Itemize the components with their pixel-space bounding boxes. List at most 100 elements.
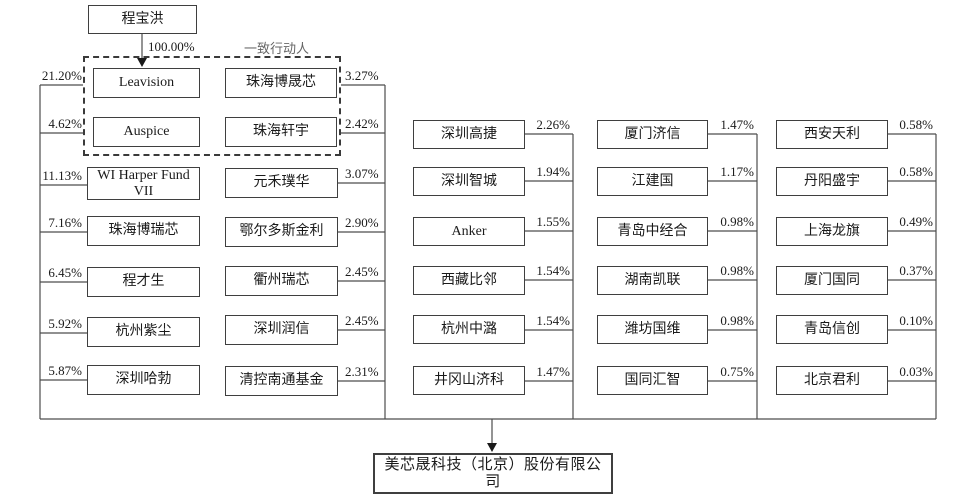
shareholder-name: 深圳哈勃 (115, 372, 172, 388)
ownership-percentage: 3.07% (345, 166, 379, 181)
ownership-percentage: 1.54% (536, 313, 570, 328)
shareholder-name: 上海龙旗 (804, 223, 860, 239)
shareholder-box: 江建国 (597, 167, 708, 196)
shareholder-name: 西藏比邻 (441, 272, 497, 288)
root-ownership-percentage: 100.00% (148, 39, 195, 54)
ownership-percentage: 1.47% (720, 117, 754, 132)
ownership-percentage: 0.58% (899, 164, 933, 179)
shareholder-name: 湖南凯联 (624, 272, 681, 288)
shareholder-box: 深圳高捷 (413, 120, 525, 149)
ownership-percentage: 0.58% (899, 117, 933, 132)
arrowhead-icon (487, 443, 497, 452)
ownership-percentage: 6.45% (48, 265, 82, 280)
ownership-percentage: 0.98% (720, 313, 754, 328)
shareholder-name: 潍坊国维 (624, 321, 681, 337)
arrowhead-icon (137, 58, 147, 67)
shareholder-name: 江建国 (631, 173, 674, 189)
ownership-percentage: 7.16% (48, 215, 82, 230)
shareholder-box: 杭州中潞 (413, 315, 525, 344)
ownership-percentage: 4.62% (48, 116, 82, 131)
shareholder-name: 深圳智城 (441, 173, 497, 189)
shareholder-name: 北京君利 (804, 372, 860, 388)
shareholder-box: 西藏比邻 (413, 266, 525, 295)
ownership-percentage: 0.75% (720, 364, 754, 379)
ownership-percentage: 1.94% (536, 164, 570, 179)
shareholder-box: Leavision (93, 68, 200, 98)
shareholder-box: 深圳哈勃 (87, 365, 200, 395)
shareholder-box: 深圳智城 (413, 167, 525, 196)
ownership-percentage: 2.31% (345, 364, 379, 379)
ownership-percentage: 0.03% (899, 364, 933, 379)
shareholder-box: 井冈山济科 (413, 366, 525, 395)
root-shareholder-box: 程宝洪 (88, 5, 197, 34)
shareholder-box: 湖南凯联 (597, 266, 708, 295)
shareholder-name: 珠海博瑞芯 (108, 223, 179, 239)
ownership-percentage: 3.27% (345, 68, 379, 83)
ownership-percentage: 0.10% (899, 313, 933, 328)
shareholder-box: 珠海轩宇 (225, 117, 337, 147)
ownership-percentage: 0.98% (720, 214, 754, 229)
shareholder-name: 清控南通基金 (239, 373, 324, 389)
shareholder-name: 深圳润信 (253, 322, 310, 338)
shareholder-name: 程才生 (122, 274, 165, 290)
ownership-percentage: 21.20% (41, 68, 82, 83)
shareholder-box: 厦门国同 (776, 266, 888, 295)
ownership-percentage: 0.98% (720, 263, 754, 278)
ownership-percentage: 1.17% (720, 164, 754, 179)
acting-in-concert-group (83, 56, 341, 156)
shareholder-name: 青岛中经合 (617, 223, 688, 239)
shareholder-box: 元禾璞华 (225, 168, 338, 198)
shareholder-box: 北京君利 (776, 366, 888, 395)
ownership-percentage: 2.45% (345, 264, 379, 279)
shareholder-name: 鄂尔多斯金利 (239, 224, 324, 240)
shareholder-name: 衢州瑞芯 (253, 273, 310, 289)
shareholder-name: 井冈山济科 (434, 372, 504, 388)
shareholder-box: 厦门济信 (597, 120, 708, 149)
shareholder-name: 珠海博晟芯 (246, 75, 316, 91)
ownership-percentage: 1.55% (536, 214, 570, 229)
shareholder-box: 上海龙旗 (776, 217, 888, 246)
shareholder-box: 程才生 (87, 267, 200, 297)
company-name: 美芯晟科技（北京）股份有限公司 (384, 456, 602, 490)
shareholder-name: 西安天利 (804, 126, 860, 142)
shareholder-name: 深圳高捷 (441, 126, 497, 142)
shareholder-box: 杭州紫尘 (87, 317, 200, 347)
shareholder-box: 西安天利 (776, 120, 888, 149)
ownership-percentage: 2.90% (345, 215, 379, 230)
shareholder-name: 厦门济信 (624, 126, 681, 142)
shareholder-name: Auspice (123, 124, 170, 140)
shareholder-box: 珠海博晟芯 (225, 68, 337, 98)
shareholder-name: Leavision (118, 75, 175, 91)
ownership-percentage: 1.47% (536, 364, 570, 379)
shareholder-name: 青岛信创 (804, 321, 860, 337)
shareholder-name: 厦门国同 (804, 272, 860, 288)
ownership-percentage: 2.45% (345, 313, 379, 328)
shareholder-name: 国同汇智 (624, 372, 681, 388)
shareholder-box: Auspice (93, 117, 200, 147)
shareholder-box: WI Harper Fund VII (87, 167, 200, 200)
shareholder-box: 青岛中经合 (597, 217, 708, 246)
shareholder-box: 深圳润信 (225, 315, 338, 345)
shareholder-name: 杭州紫尘 (115, 324, 172, 340)
shareholder-name: 杭州中潞 (441, 321, 497, 337)
ownership-percentage: 11.13% (42, 168, 82, 183)
shareholder-box: 国同汇智 (597, 366, 708, 395)
ownership-percentage: 0.37% (899, 263, 933, 278)
shareholder-box: 丹阳盛宇 (776, 167, 888, 196)
shareholder-box: Anker (413, 217, 525, 246)
ownership-percentage: 5.87% (48, 363, 82, 378)
ownership-percentage: 0.49% (899, 214, 933, 229)
ownership-percentage: 2.26% (536, 117, 570, 132)
shareholder-box: 鄂尔多斯金利 (225, 217, 338, 247)
shareholder-name: 元禾璞华 (253, 175, 310, 191)
root-shareholder-name: 程宝洪 (121, 11, 164, 27)
shareholder-name: WI Harper Fund VII (97, 167, 190, 199)
shareholder-box: 珠海博瑞芯 (87, 216, 200, 246)
ownership-percentage: 5.92% (48, 316, 82, 331)
shareholder-box: 青岛信创 (776, 315, 888, 344)
shareholder-name: 丹阳盛宇 (804, 173, 860, 189)
shareholder-name: 珠海轩宇 (253, 124, 309, 140)
company-box: 美芯晟科技（北京）股份有限公司 (373, 453, 613, 494)
shareholder-box: 潍坊国维 (597, 315, 708, 344)
